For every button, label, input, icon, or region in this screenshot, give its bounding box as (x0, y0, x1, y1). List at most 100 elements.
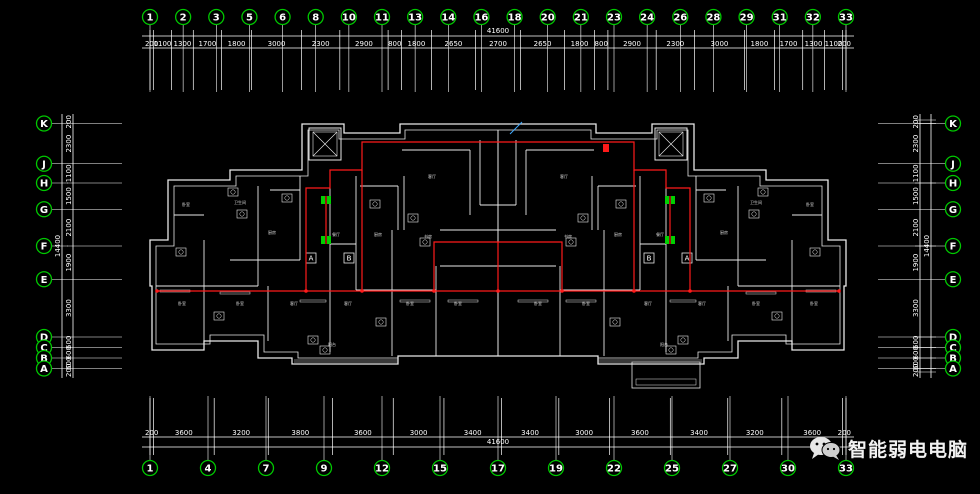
right-axis-label: A (949, 364, 957, 375)
top-axis-bubble (837, 8, 855, 26)
top-dim-label: 200 (145, 40, 158, 48)
bottom-axis-bubble (315, 459, 333, 477)
room-label: 餐厅 (656, 231, 664, 237)
left-axis-label: A (40, 364, 48, 375)
marker-box (343, 252, 355, 264)
bottom-axis-label: 22 (607, 464, 621, 475)
left-dim-label: 600 (65, 336, 73, 349)
bottom-axis-label: 12 (375, 464, 389, 475)
bottom-dim-label: 3600 (354, 429, 372, 437)
top-dim-label: 800 (388, 40, 401, 48)
top-total-label: 41600 (487, 27, 509, 35)
top-axis-label: 23 (607, 13, 621, 24)
bottom-axis-bubble (547, 459, 565, 477)
route-node (560, 289, 564, 293)
marker-label: A (685, 255, 690, 263)
right-axis-label: J (950, 159, 955, 170)
top-dim-label: 1800 (407, 40, 425, 48)
route-node (304, 289, 308, 293)
room-label: 卧室 (406, 300, 414, 306)
room-label: 厨房 (614, 231, 622, 237)
cable-route (155, 121, 841, 293)
top-dim-label: 1300 (805, 40, 823, 48)
bottom-axis-label: 9 (321, 464, 328, 475)
top-dim-label: 800 (595, 40, 608, 48)
top-axis-label: 31 (773, 13, 787, 24)
bottom-dim-label: 3400 (690, 429, 708, 437)
right-dim-label: 600 (912, 357, 920, 370)
left-axis-bubble (35, 201, 53, 218)
bottom-dim-label: 3400 (521, 429, 539, 437)
left-dim-label: 1100 (65, 164, 73, 182)
bottom-axis-bubble (141, 459, 159, 477)
junction-box (671, 236, 675, 244)
top-dim-label: 1100 (154, 40, 172, 48)
top-axis-label: 20 (541, 13, 555, 24)
bottom-axis-label: 27 (723, 464, 737, 475)
junction-box (671, 196, 675, 204)
top-axis-bubble (174, 8, 192, 26)
top-axis-bubble (771, 8, 788, 26)
top-axis-bubble (605, 8, 623, 26)
marker-box (643, 252, 655, 264)
bottom-dim-label: 200 (145, 429, 158, 437)
room-label: 客厅 (428, 173, 436, 179)
top-axis-bubble (274, 8, 291, 26)
bottom-dim-label: 3000 (410, 429, 428, 437)
left-axis-label: C (40, 343, 47, 354)
right-dim-label: 1500 (912, 187, 920, 205)
left-axis-label: G (40, 205, 48, 216)
room-label: 厨房 (374, 231, 382, 237)
watermark: 智能弱电电脑 (808, 434, 968, 462)
left-axis-bubble (35, 237, 53, 255)
right-axis-bubble (944, 201, 962, 218)
top-dim-label: 2900 (355, 40, 373, 48)
watermark-text: 智能弱电电脑 (847, 438, 968, 461)
right-axis-label: H (949, 179, 957, 190)
room-label: 客厅 (290, 300, 298, 306)
room-label: 客厅 (698, 300, 706, 306)
top-dim-label: 2900 (623, 40, 641, 48)
top-dim-label: 2300 (666, 40, 684, 48)
bottom-axis-label: 19 (549, 464, 563, 475)
top-dim-label: 2650 (445, 40, 463, 48)
room-labels: 卧室卧室卧室卧室客厅客厅客厅客厅卧室卧室卧室卧室厨房厨房卫生间卫生间卧室卧室餐厅… (178, 173, 818, 347)
top-dim-label: 1300 (174, 40, 192, 48)
left-axis-label: K (40, 119, 49, 130)
top-dim-label: 1800 (571, 40, 589, 48)
room-label: 客厅 (644, 300, 652, 306)
top-dim-label: 2300 (312, 40, 330, 48)
right-dim-label: 200 (912, 115, 920, 128)
top-axis-bubble (208, 8, 225, 26)
room-label: 卧室 (182, 201, 190, 207)
bottom-axis-label: 1 (147, 464, 154, 475)
right-axis-label: D (949, 333, 957, 344)
wechat-icon (809, 437, 841, 460)
room-label: 卫生间 (750, 199, 762, 205)
top-axis-bubble (473, 8, 490, 26)
right-axis-bubble (944, 174, 962, 192)
bottom-dim-label: 3400 (464, 429, 482, 437)
top-axis-label: 21 (574, 13, 588, 24)
top-axis-bubble (506, 8, 523, 26)
bottom-axis-bubble (837, 459, 855, 477)
room-label: 卧室 (752, 300, 760, 306)
top-axis-label: 26 (673, 13, 687, 24)
left-axis-label: H (40, 179, 48, 190)
right-dim-label: 600 (912, 346, 920, 359)
bottom-dim-label: 200 (838, 429, 851, 437)
left-dim-label: 200 (65, 115, 73, 128)
left-axis-bubble (35, 115, 53, 132)
room-label: 卧室 (534, 300, 542, 306)
left-dim-label: 1500 (65, 187, 73, 205)
top-axis-label: 16 (474, 13, 488, 24)
right-dim-label: 3300 (912, 299, 920, 317)
route-node (837, 289, 841, 293)
top-dim-label: 1700 (199, 40, 217, 48)
bottom-axis-bubble (721, 459, 739, 477)
right-axis-label: B (949, 354, 957, 365)
top-axis-bubble (738, 8, 755, 26)
bottom-axis-bubble (431, 459, 449, 477)
top-dim-label: 1800 (228, 40, 246, 48)
